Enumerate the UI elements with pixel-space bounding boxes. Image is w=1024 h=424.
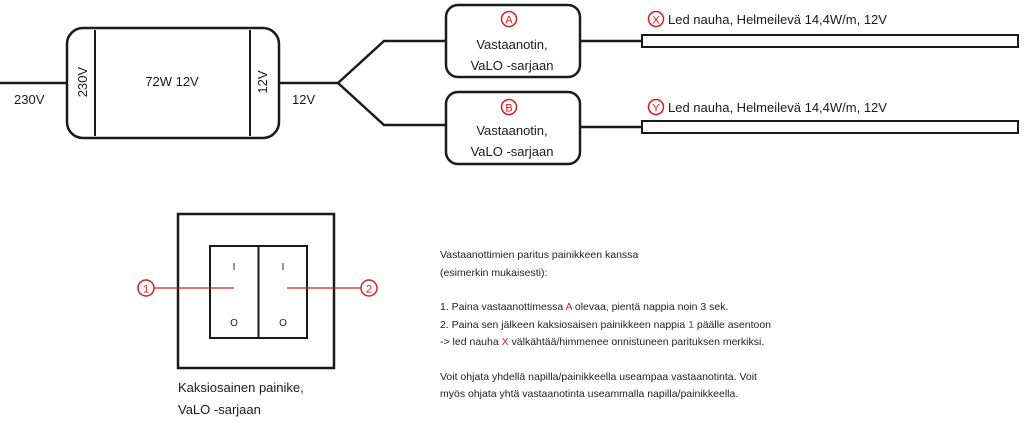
step1-text-before: 1. Paina vastaanottimessa [440,301,566,313]
step2-button-ref: 1 [688,318,694,331]
receiver-a-marker [500,10,518,28]
split-upper-wire [337,39,446,84]
instructions-step1: 1. Paina vastaanottimessa A olevaa, pien… [440,299,910,317]
instructions-intro-line1: Vastaanottimien paritus painikkeen kanss… [440,249,639,261]
receiver-b-line1: Vastaanotin, [476,123,547,138]
receiver-b: B Vastaanotin, VaLO -sarjaan [444,90,582,166]
supply-input-label: 230V [75,66,90,97]
switch-caption-line2: VaLO -sarjaan [178,402,261,417]
led-strip-y: Y Led nauha, Helmeilevä 14,4W/m, 12V [641,98,1019,134]
step2-text-after: päälle asentoon [693,318,772,331]
step3-text-after: välkähtää/himmenee onnistuneen paritukse… [508,336,765,348]
strip-x-marker [647,10,665,28]
instructions-intro-line2: (esimerkin mukaisesti): [440,266,548,279]
receiver-b-line2: VaLO -sarjaan [471,144,554,159]
instructions-note-line2: myös ohjata yhtä vastaanotinta useammall… [440,388,739,400]
step1-receiver-ref: A [565,301,572,313]
switch-left-off-symbol: O [230,318,238,329]
receiver-b-marker [500,98,518,116]
callout-2-label: 2 [366,284,372,296]
receiver-a-marker-label: A [505,15,513,27]
strip-y-label: Led nauha, Helmeilevä 14,4W/m, 12V [668,100,887,115]
receiver-a-line1: Vastaanotin, [476,37,547,52]
strip-y-marker [647,98,665,116]
switch-right-off-symbol: O [279,318,287,329]
supply-center-label: 72W 12V [145,74,199,89]
switch-left-on-symbol: I [233,262,236,273]
led-strip-x: X Led nauha, Helmeilevä 14,4W/m, 12V [641,10,1019,48]
supply-output-label: 12V [255,70,270,93]
switch-right-on-symbol: I [282,262,285,273]
instructions-step3: -> led nauha X välkähtää/himmenee onnist… [440,334,910,352]
receiver-a-line2: VaLO -sarjaan [471,58,554,73]
mains-voltage-label: 230V [14,92,45,107]
split-lower-wire [337,82,446,127]
output-voltage-label: 12V [292,92,315,107]
two-part-switch: I O I O [176,212,336,370]
instructions-note-line1: Voit ohjata yhdellä napilla/painikkeella… [440,370,757,383]
step2-text-before: 2. Paina sen jälkeen kaksiosaisen painik… [440,318,689,331]
receiver-a: A Vastaanotin, VaLO -sarjaan [444,3,582,79]
callout-1-label: 1 [143,284,149,296]
strip-x-marker-label: X [652,15,660,27]
receiver-b-marker-label: B [505,103,512,115]
step3-strip-ref: X [501,336,509,348]
strip-x-label: Led nauha, Helmeilevä 14,4W/m, 12V [668,12,887,27]
power-supply: 230V 72W 12V 12V [65,26,281,140]
strip-y-marker-label: Y [652,103,660,115]
pairing-instructions: Vastaanottimien paritus painikkeen kanss… [440,247,910,404]
switch-caption-line1: Kaksiosainen painike, [178,380,304,395]
instructions-step2: 2. Paina sen jälkeen kaksiosaisen painik… [440,317,910,335]
step1-text-after: olevaa, pientä nappia noin 3 sek. [571,301,729,313]
step3-text-before: -> led nauha [440,336,502,348]
